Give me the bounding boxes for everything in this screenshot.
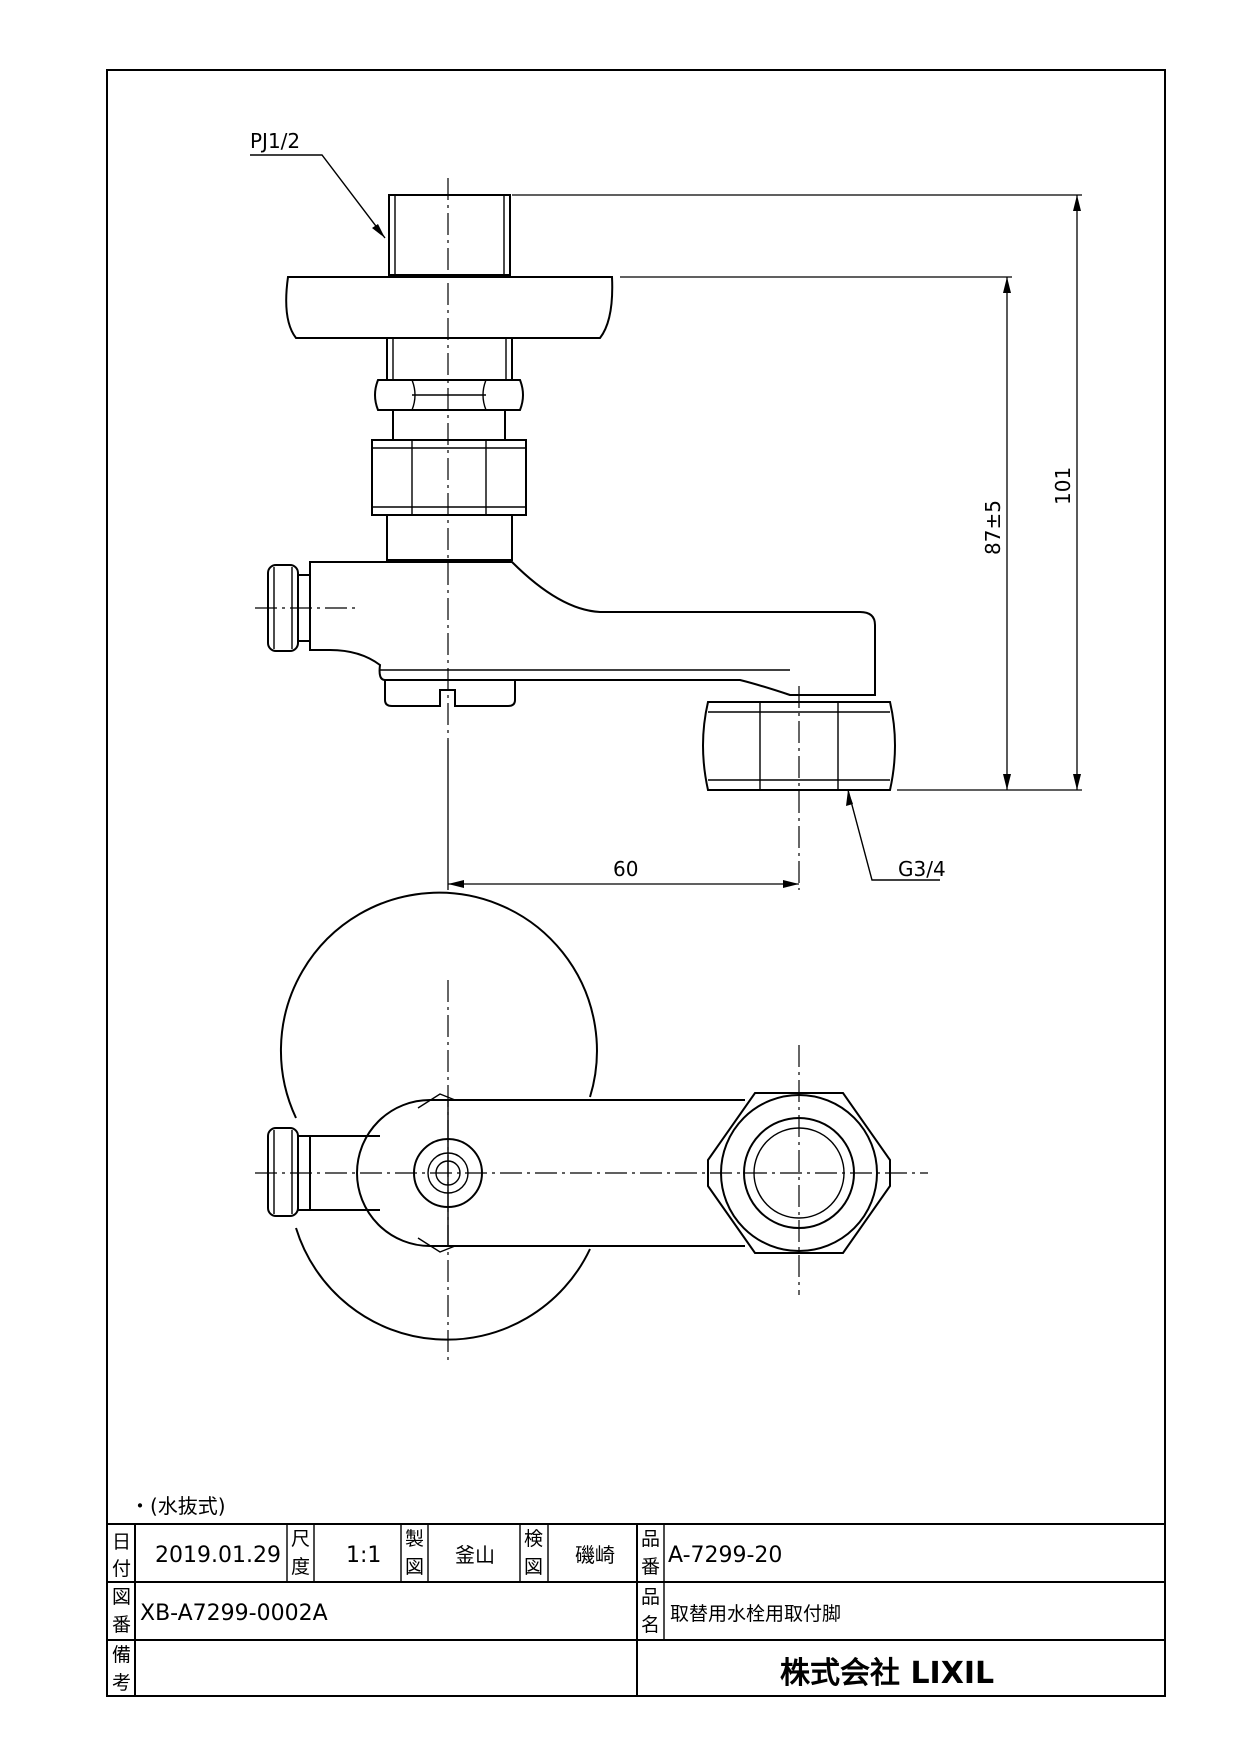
tb-partno-value: A-7299-20	[668, 1543, 782, 1568]
tb-date-value: 2019.01.29	[155, 1543, 281, 1568]
leader-g34	[847, 789, 940, 881]
tb-partno-label-2: 番	[641, 1556, 660, 1578]
tb-scale-label-1: 尺	[291, 1528, 310, 1550]
label-thread-bottom: G3/4	[898, 857, 946, 881]
tb-scale-label-2: 度	[291, 1556, 310, 1578]
tb-drawn-value: 釜山	[455, 1543, 495, 1567]
tb-remarks-label-1: 備	[112, 1644, 131, 1666]
tb-partname-label-2: 名	[641, 1614, 660, 1636]
top-view	[255, 891, 928, 1363]
tb-remarks-label-2: 考	[112, 1672, 131, 1694]
inlet-ring-outer	[413, 1138, 483, 1208]
tb-checked-value: 磯崎	[575, 1543, 615, 1567]
tb-date-label-1: 日	[112, 1531, 131, 1553]
tb-drawn-label-1: 製	[405, 1528, 424, 1550]
inlet-ring-inner	[427, 1152, 469, 1194]
escutcheon-circle	[279, 891, 598, 1341]
top-thread-stub	[388, 194, 511, 276]
upper-hex-nut	[374, 379, 524, 411]
tb-date-label-2: 付	[112, 1558, 131, 1580]
dim-text-87: 87±5	[981, 500, 1005, 555]
top-drain-knob	[267, 1127, 299, 1217]
outlet-circle-mid	[743, 1117, 855, 1229]
tb-drawingno-value: XB-A7299-0002A	[140, 1601, 328, 1626]
title-block: 日 付 2019.01.29 尺 度 1:1 製 図 釜山 検 図 磯崎 品 番…	[107, 1523, 1165, 1696]
outlet-circle-outer	[720, 1094, 878, 1252]
tb-company: 株式会社 LIXIL	[780, 1656, 994, 1691]
dim-text-60: 60	[613, 857, 638, 881]
neck-upper	[386, 337, 513, 381]
tb-drawingno-label-2: 番	[112, 1614, 131, 1636]
tb-drawn-label-2: 図	[405, 1556, 424, 1578]
label-thread-top: PJ1/2	[250, 129, 300, 153]
tb-checked-label-2: 図	[524, 1556, 543, 1578]
dim-text-101: 101	[1051, 467, 1075, 505]
bottom-hex-nut	[702, 701, 896, 791]
leader-pj	[250, 154, 386, 239]
tb-scale-value: 1:1	[346, 1543, 381, 1568]
top-arm-body	[430, 1099, 745, 1247]
faucet-body-arm	[309, 561, 876, 696]
outlet-circle-inner	[753, 1127, 845, 1219]
tb-partname-value: 取替用水栓用取付脚	[670, 1603, 841, 1625]
lower-hex-nut	[371, 439, 527, 516]
tb-checked-label-1: 検	[524, 1528, 543, 1550]
tb-partno-label-1: 品	[641, 1528, 660, 1550]
tb-partname-label-1: 品	[641, 1586, 660, 1608]
front-view: PJ1/2 G3/4 60 87±5 101	[250, 129, 1082, 890]
drawing-border	[106, 69, 1166, 1697]
top-outlet-hex	[707, 1092, 891, 1254]
wall-flange	[285, 276, 614, 339]
drawing-note: ・(水抜式)	[130, 1494, 226, 1518]
tb-drawingno-label-1: 図	[112, 1586, 131, 1608]
